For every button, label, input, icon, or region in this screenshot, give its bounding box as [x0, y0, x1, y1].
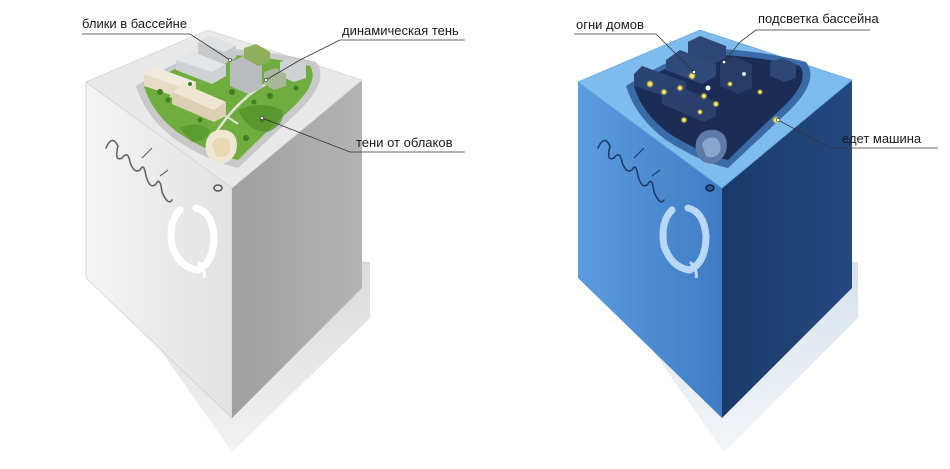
- left-cloud-shadow-patch: [180, 124, 210, 142]
- right-cube-side-face: [722, 80, 852, 418]
- right-callout-dots: [692, 60, 780, 122]
- left-cube-side-face: [232, 80, 362, 418]
- right-callout-lines: [574, 29, 938, 149]
- ring-logo: [659, 204, 710, 274]
- signature-logo: [633, 147, 661, 177]
- signature-logo: [141, 147, 169, 177]
- house-lights: [646, 72, 780, 124]
- signature-logo: [105, 139, 173, 203]
- ring-logo: [196, 260, 206, 279]
- signature-logo: [597, 139, 665, 203]
- callout-house-lights: огни домов: [576, 17, 644, 32]
- callout-car-moving: едет машина: [842, 131, 922, 146]
- right-cube-front-face: [578, 82, 722, 418]
- right-pool-water: [702, 137, 721, 158]
- callout-cloud-shadows: тени от облаков: [356, 135, 453, 150]
- callout-pool-glare: блики в бассейне: [82, 16, 188, 31]
- ring-logo: [688, 260, 698, 279]
- left-cube: [82, 29, 465, 452]
- right-cube: [574, 29, 938, 452]
- callout-pool-lighting: подсветка бассейна: [758, 11, 879, 26]
- slot-icon: [213, 184, 223, 192]
- slot-icon: [705, 184, 715, 192]
- left-callout-lines: [82, 33, 465, 153]
- callout-dynamic-shadow: динамическая тень: [342, 23, 459, 38]
- left-buildings: [144, 36, 306, 122]
- ring-logo: [167, 204, 218, 274]
- left-pool-water: [212, 137, 231, 158]
- left-callout-dots: [228, 58, 268, 120]
